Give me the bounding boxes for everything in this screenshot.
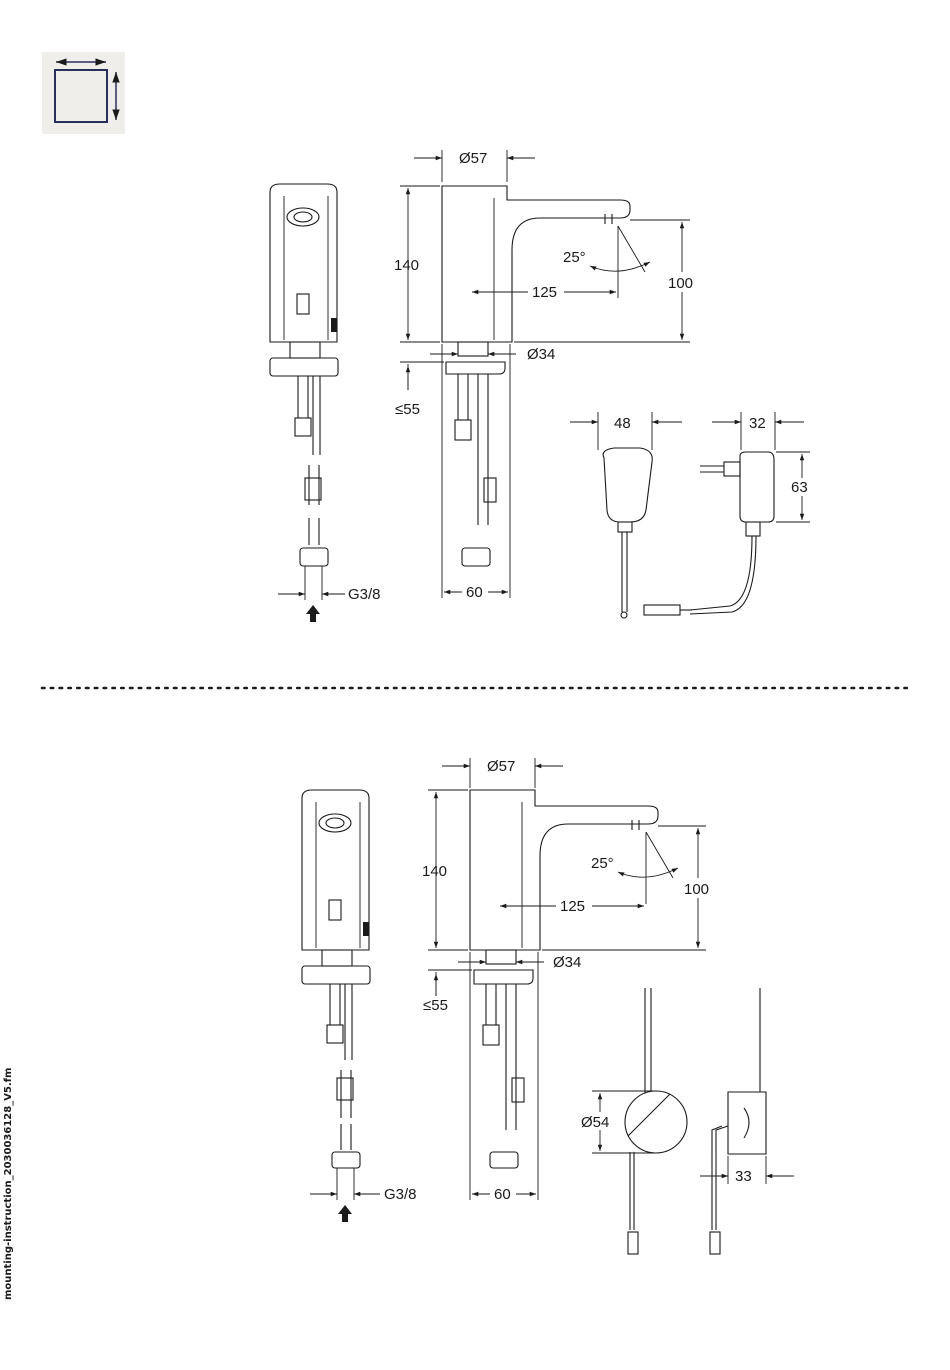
label-d140: 140	[394, 257, 419, 274]
label-d55: ≤55	[423, 997, 448, 1014]
dimensions-icon	[42, 52, 125, 134]
round-module-drawing	[625, 988, 687, 1254]
label-d48: 48	[614, 415, 631, 432]
label-d100: 100	[668, 275, 693, 292]
dimension-d60: 60	[442, 344, 510, 601]
label-d54: Ø54	[581, 1114, 609, 1131]
dimension-d25: 25°	[563, 226, 650, 298]
dimension-d25: 25°	[591, 832, 678, 904]
dimension-d100: 100	[514, 220, 698, 342]
faucet-front-view	[302, 790, 370, 1168]
label-g38: G3/8	[384, 1186, 417, 1203]
dimension-g38: G3/8	[278, 566, 381, 603]
label-d60: 60	[466, 584, 483, 601]
label-d32: 32	[749, 415, 766, 432]
label-d33: 33	[735, 1168, 752, 1185]
label-d25: 25°	[563, 249, 586, 266]
dimension-d34: Ø34	[458, 954, 581, 971]
dimension-d32: 32	[712, 412, 804, 450]
label-g38: G3/8	[348, 586, 381, 603]
dimension-d34: Ø34	[430, 346, 555, 363]
arrow-up-icon	[306, 605, 320, 622]
label-d57: Ø57	[487, 758, 515, 775]
label-d100: 100	[684, 881, 709, 898]
bottom-section: G3/8 Ø57	[302, 758, 794, 1254]
dimension-d55: ≤55	[423, 970, 472, 1014]
label-d57: Ø57	[459, 150, 487, 167]
dimension-d63: 63	[776, 452, 816, 522]
label-d140: 140	[422, 863, 447, 880]
label-d125: 125	[560, 898, 585, 915]
dimension-d57: Ø57	[442, 758, 563, 788]
dimension-g38: G3/8	[310, 1168, 417, 1203]
faucet-front-view	[270, 184, 338, 566]
label-d60: 60	[494, 1186, 511, 1203]
dimension-d48: 48	[570, 412, 682, 450]
label-d125: 125	[532, 284, 557, 301]
arrow-up-icon	[338, 1205, 352, 1222]
file-name-label: mounting-instruction_2030036128_V5.fm	[3, 1060, 17, 1300]
faucet-side-view	[442, 186, 630, 566]
label-d34: Ø34	[527, 346, 555, 363]
battery-module-drawing	[603, 448, 652, 618]
label-d25: 25°	[591, 855, 614, 872]
dimension-d33: 33	[700, 1156, 794, 1185]
dimension-d140: 140	[394, 186, 440, 342]
dimension-d60: 60	[470, 952, 538, 1203]
top-section: G3/8 Ø57	[270, 150, 816, 622]
module-side-drawing	[710, 988, 766, 1254]
power-adapter-drawing	[644, 452, 774, 615]
dimension-d100: 100	[542, 826, 714, 950]
label-d55: ≤55	[395, 401, 420, 418]
dimension-d57: Ø57	[414, 150, 535, 182]
dimension-d55: ≤55	[395, 362, 444, 418]
dimension-d140: 140	[422, 790, 468, 950]
label-d34: Ø34	[553, 954, 581, 971]
label-d63: 63	[791, 479, 808, 496]
